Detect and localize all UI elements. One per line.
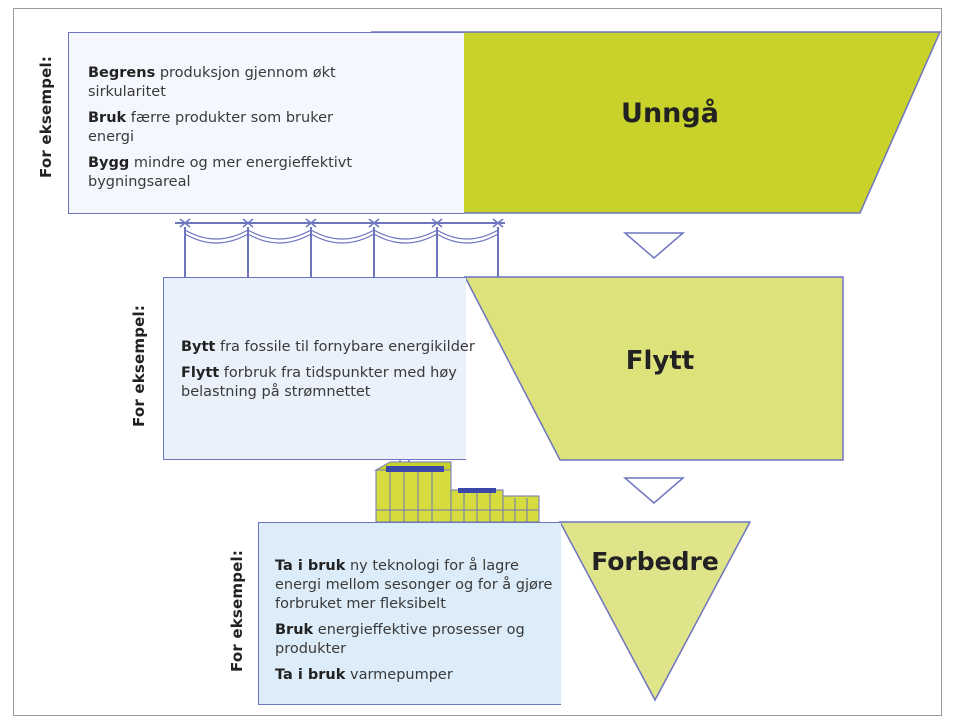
stage-examples-flytt: Bytt fra fossile til fornybare energikil… bbox=[181, 338, 506, 409]
example-item: Ta i bruk ny teknologi for å lagre energ… bbox=[275, 558, 553, 612]
example-item: Ta i bruk varmepumper bbox=[275, 667, 453, 683]
example-item: Bruk energieffektive prosesser og produk… bbox=[275, 622, 525, 657]
factory-icon bbox=[374, 461, 540, 523]
example-item: Bytt fra fossile til fornybare energikil… bbox=[181, 339, 475, 355]
funnel-forbedre bbox=[558, 521, 752, 702]
power-line-icon bbox=[175, 218, 505, 277]
side-label-flytt: For eksempel: bbox=[130, 304, 148, 427]
example-item: Bruk færre produkter som bruker energi bbox=[88, 110, 333, 145]
example-item: Bygg mindre og mer energieffektivt bygni… bbox=[88, 155, 353, 190]
example-item: Begrens produksjon gjennom økt sirkulari… bbox=[88, 65, 336, 100]
stage-examples-forbedre: Ta i bruk ny teknologi for å lagre energ… bbox=[275, 557, 555, 692]
down-arrow-icon bbox=[622, 232, 686, 259]
side-label-unnga: For eksempel: bbox=[37, 55, 55, 178]
stage-panel-flytt bbox=[163, 277, 466, 460]
stage-title-forbedre: Forbedre bbox=[591, 547, 719, 576]
funnel-flytt bbox=[463, 276, 844, 461]
example-item: Flytt forbruk fra tidspunkter med høy be… bbox=[181, 365, 457, 400]
stage-examples-unnga: Begrens produksjon gjennom økt sirkulari… bbox=[88, 64, 358, 199]
stage-title-flytt: Flytt bbox=[625, 346, 695, 376]
side-label-forbedre: For eksempel: bbox=[228, 549, 246, 672]
stage-panel-forbedre bbox=[258, 522, 561, 705]
stage-title-unnga: Unngå bbox=[621, 98, 719, 129]
down-arrow-icon bbox=[622, 477, 686, 504]
stage-panel-unnga bbox=[68, 32, 464, 214]
